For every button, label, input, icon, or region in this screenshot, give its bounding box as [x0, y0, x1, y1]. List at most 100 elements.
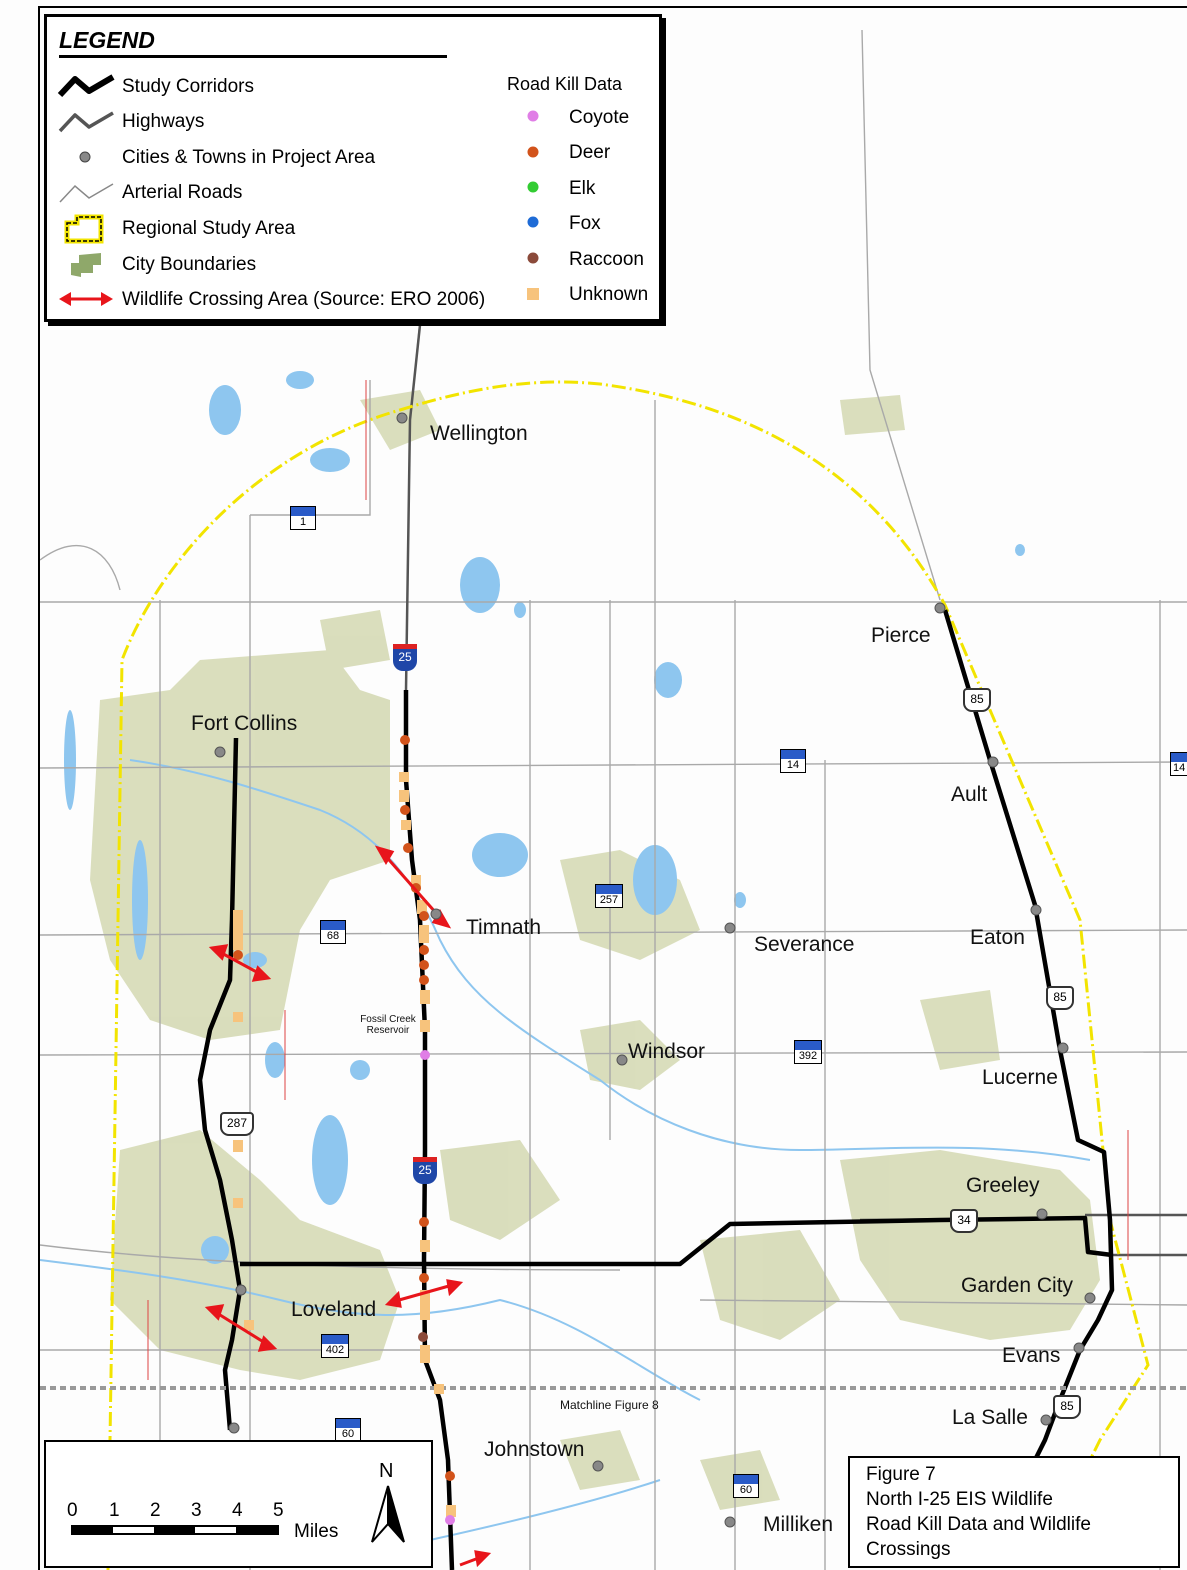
- us85-a-label: 85: [970, 692, 984, 706]
- regional-study-area: [106, 380, 1150, 1570]
- us-shield-icon: 287: [220, 1112, 254, 1136]
- legend-label-cities: Cities & Towns in Project Area: [122, 147, 376, 168]
- us-shield-icon: 85: [1046, 986, 1074, 1010]
- legend-label-study-corridors: Study Corridors: [122, 76, 254, 97]
- state-shield-icon: 257: [595, 884, 623, 908]
- scale-tick-0: 0: [67, 1500, 78, 1521]
- co68-label: 68: [326, 930, 340, 942]
- scale-tick-3: 3: [191, 1500, 202, 1521]
- thin-red-marks: [147, 380, 1129, 1380]
- city-label-wellington: Wellington: [430, 422, 528, 445]
- state-shield-icon: 402: [321, 1334, 349, 1358]
- city-label-evans: Evans: [1002, 1344, 1061, 1367]
- figure-title-line-3: Road Kill Data and Wildlife: [866, 1514, 1091, 1535]
- figure-title-line-2: North I-25 EIS Wildlife: [866, 1489, 1053, 1510]
- scale-tick-1: 1: [109, 1500, 120, 1521]
- legend-label-city-boundaries: City Boundaries: [122, 254, 257, 275]
- interstate-shield-icon: 25: [413, 1157, 437, 1184]
- roadkill-label-raccoon: Raccoon: [569, 249, 644, 270]
- city-label-severance: Severance: [754, 933, 855, 956]
- city-label-johnstown: Johnstown: [484, 1438, 585, 1461]
- i25-north-label: 25: [398, 650, 412, 664]
- legend-label-wildlife-crossing: Wildlife Crossing Area (Source: ERO 2006…: [122, 289, 486, 310]
- us-shield-icon: 85: [1053, 1395, 1081, 1419]
- scale-unit: Miles: [294, 1521, 339, 1542]
- i25-south-label: 25: [418, 1163, 432, 1177]
- city-dot-icon: [79, 151, 91, 163]
- city-label-garden-city: Garden City: [961, 1274, 1074, 1297]
- city-boundary-icon: [71, 253, 101, 277]
- state-shield-icon: 14: [1170, 752, 1187, 776]
- scale-bar-panel: 0 1 2 3 4 5 Miles N: [44, 1440, 433, 1568]
- legend-label-arterial-roads: Arterial Roads: [122, 182, 243, 203]
- city-label-greeley: Greeley: [966, 1174, 1040, 1197]
- co14-edge-label: 14: [1173, 762, 1186, 774]
- deer-dot-icon: [527, 146, 539, 158]
- elk-dot-icon: [527, 181, 539, 193]
- study-area-icon: [64, 214, 104, 244]
- study-corridor-icon: [57, 74, 115, 98]
- roadkill-title: Road Kill Data: [507, 74, 623, 94]
- scale-tick-4: 4: [232, 1500, 243, 1521]
- co402-label: 402: [325, 1344, 345, 1356]
- reservoir-label-line1: Fossil Creek: [360, 1014, 416, 1025]
- legend-title-underline: [59, 55, 447, 58]
- city-label-fort-collins: Fort Collins: [191, 712, 298, 735]
- legend-label-highways: Highways: [122, 111, 205, 132]
- raccoon-dot-icon: [527, 252, 539, 264]
- roadkill-label-coyote: Coyote: [569, 107, 630, 128]
- interstate-shield-icon: 25: [393, 644, 417, 671]
- figure-number: Figure 7: [866, 1464, 936, 1485]
- state-shield-icon: 60: [733, 1474, 759, 1498]
- co1-label: 1: [299, 516, 307, 528]
- figure-title-line-4: Crossings: [866, 1539, 951, 1560]
- co60-label: 60: [341, 1428, 355, 1440]
- us-shield-icon: 85: [963, 688, 991, 712]
- figure-title-panel: Figure 7 North I-25 EIS Wildlife Road Ki…: [848, 1456, 1180, 1568]
- fox-dot-icon: [527, 216, 539, 228]
- water-bodies: [64, 371, 1025, 1264]
- co392-label: 392: [798, 1050, 818, 1062]
- matchline-label: Matchline Figure 8: [560, 1398, 659, 1412]
- city-label-lucerne: Lucerne: [982, 1066, 1058, 1089]
- city-label-pierce: Pierce: [871, 624, 931, 647]
- roadkill-points: [233, 735, 456, 1525]
- city-label-eaton: Eaton: [970, 926, 1025, 949]
- us287-label: 287: [226, 1116, 248, 1130]
- co60-east-label: 60: [739, 1484, 753, 1496]
- roadkill-label-unknown: Unknown: [569, 284, 649, 305]
- legend-panel: LEGEND Study Corridors Highways Cities &…: [44, 14, 662, 322]
- legend-label-study-area: Regional Study Area: [122, 218, 296, 239]
- wildlife-crossing-icon: [59, 292, 113, 306]
- us-shield-icon: 34: [950, 1209, 978, 1233]
- coyote-dot-icon: [527, 110, 539, 122]
- unknown-square-icon: [527, 288, 539, 300]
- state-shield-icon: 68: [320, 920, 346, 944]
- co14-label: 14: [786, 759, 800, 771]
- co257-label: 257: [599, 894, 619, 906]
- reservoir-label: Fossil Creek Reservoir: [350, 1014, 426, 1036]
- arterial-road-icon: [59, 183, 114, 203]
- state-shield-icon: 14: [780, 749, 806, 773]
- city-label-la-salle: La Salle: [952, 1406, 1028, 1429]
- city-label-milliken: Milliken: [763, 1513, 834, 1536]
- highway-icon: [58, 111, 114, 133]
- city-label-loveland: Loveland: [291, 1298, 377, 1321]
- city-dots: [214, 412, 1096, 1528]
- reservoir-label-line2: Reservoir: [366, 1025, 410, 1036]
- scale-bar: [71, 1525, 279, 1535]
- us85-b-label: 85: [1053, 990, 1067, 1004]
- us85-c-label: 85: [1060, 1399, 1074, 1413]
- roadkill-label-fox: Fox: [569, 213, 601, 234]
- state-shield-icon: 1: [290, 506, 316, 530]
- state-shield-icon: 392: [794, 1040, 822, 1064]
- north-arrow-icon: [371, 1485, 405, 1543]
- roadkill-label-deer: Deer: [569, 142, 611, 163]
- scale-tick-2: 2: [150, 1500, 161, 1521]
- roadkill-label-elk: Elk: [569, 178, 596, 199]
- scale-tick-5: 5: [273, 1500, 284, 1521]
- state-shield-icon: 60: [335, 1418, 361, 1442]
- city-label-timnath: Timnath: [466, 916, 542, 939]
- city-label-windsor: Windsor: [628, 1040, 706, 1063]
- city-label-ault: Ault: [951, 783, 988, 806]
